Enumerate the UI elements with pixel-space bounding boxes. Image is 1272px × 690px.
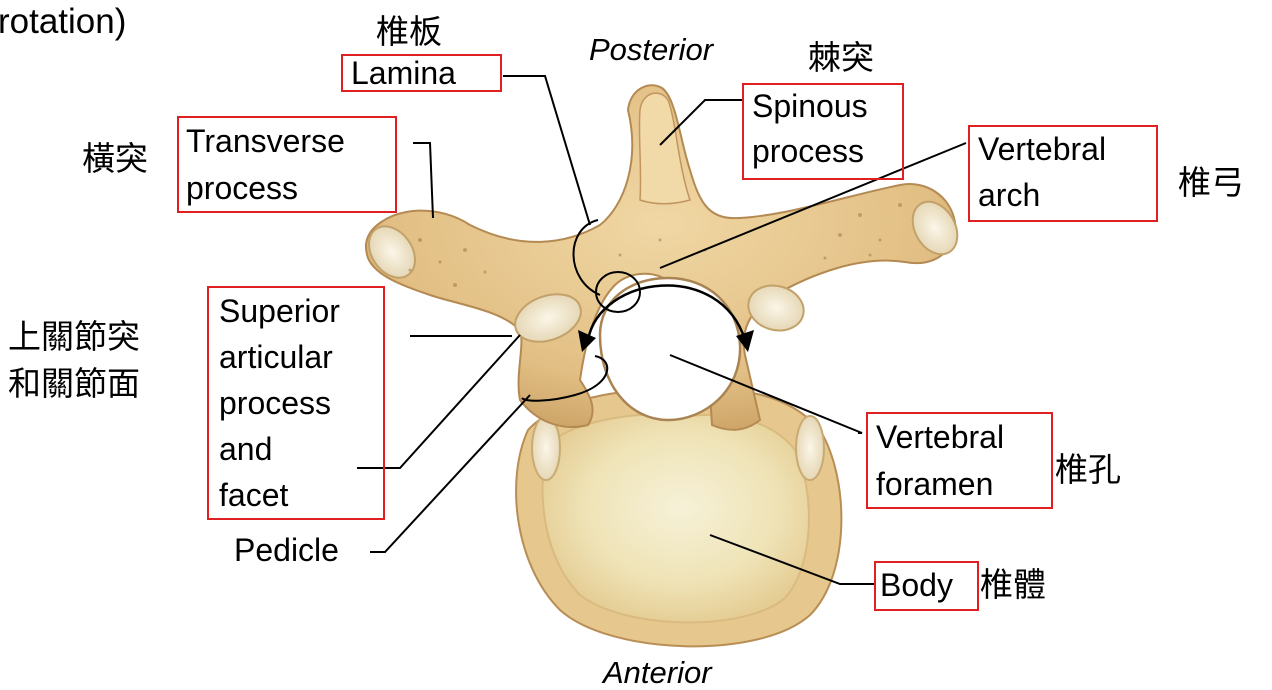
arch-en-line2: arch	[978, 178, 1040, 213]
superior-en-line3: process	[219, 386, 331, 421]
transverse-zh: 橫突	[82, 141, 148, 177]
leader-transverse	[413, 143, 433, 218]
leader-pedicle	[370, 395, 530, 552]
foramen-zh: 椎孔	[1055, 452, 1121, 488]
spinous-en-line2: process	[752, 134, 864, 169]
vertebral-foramen-shape	[600, 278, 740, 420]
superior-en-line5: facet	[219, 478, 288, 513]
body-facet-right	[796, 416, 824, 480]
lamina-en: Lamina	[351, 56, 456, 91]
spinous-zh: 棘突	[808, 40, 874, 76]
posterior-label: Posterior	[589, 32, 713, 67]
vertebral-body-endplate	[543, 414, 809, 622]
superior-en-line2: articular	[219, 340, 333, 375]
superior-zh-line2: 和關節面	[8, 366, 140, 402]
body-en: Body	[880, 568, 953, 603]
body-zh: 椎體	[980, 567, 1046, 603]
header-fragment: rotation)	[0, 4, 126, 39]
leader-lamina	[503, 76, 590, 225]
transverse-en-line2: process	[186, 171, 298, 206]
spinous-en-line1: Spinous	[752, 89, 868, 124]
foramen-en-line2: foramen	[876, 467, 993, 502]
transverse-en-line1: Transverse	[186, 124, 345, 159]
anterior-label: Anterior	[603, 655, 712, 690]
arch-en-line1: Vertebral	[978, 132, 1106, 167]
superior-en-line4: and	[219, 432, 272, 467]
arch-zh: 椎弓	[1178, 165, 1244, 201]
superior-zh-line1: 上關節突	[8, 319, 140, 355]
lamina-zh: 椎板	[376, 14, 442, 50]
superior-en-line1: Superior	[219, 294, 340, 329]
pedicle-en: Pedicle	[234, 533, 339, 568]
foramen-en-line1: Vertebral	[876, 420, 1004, 455]
